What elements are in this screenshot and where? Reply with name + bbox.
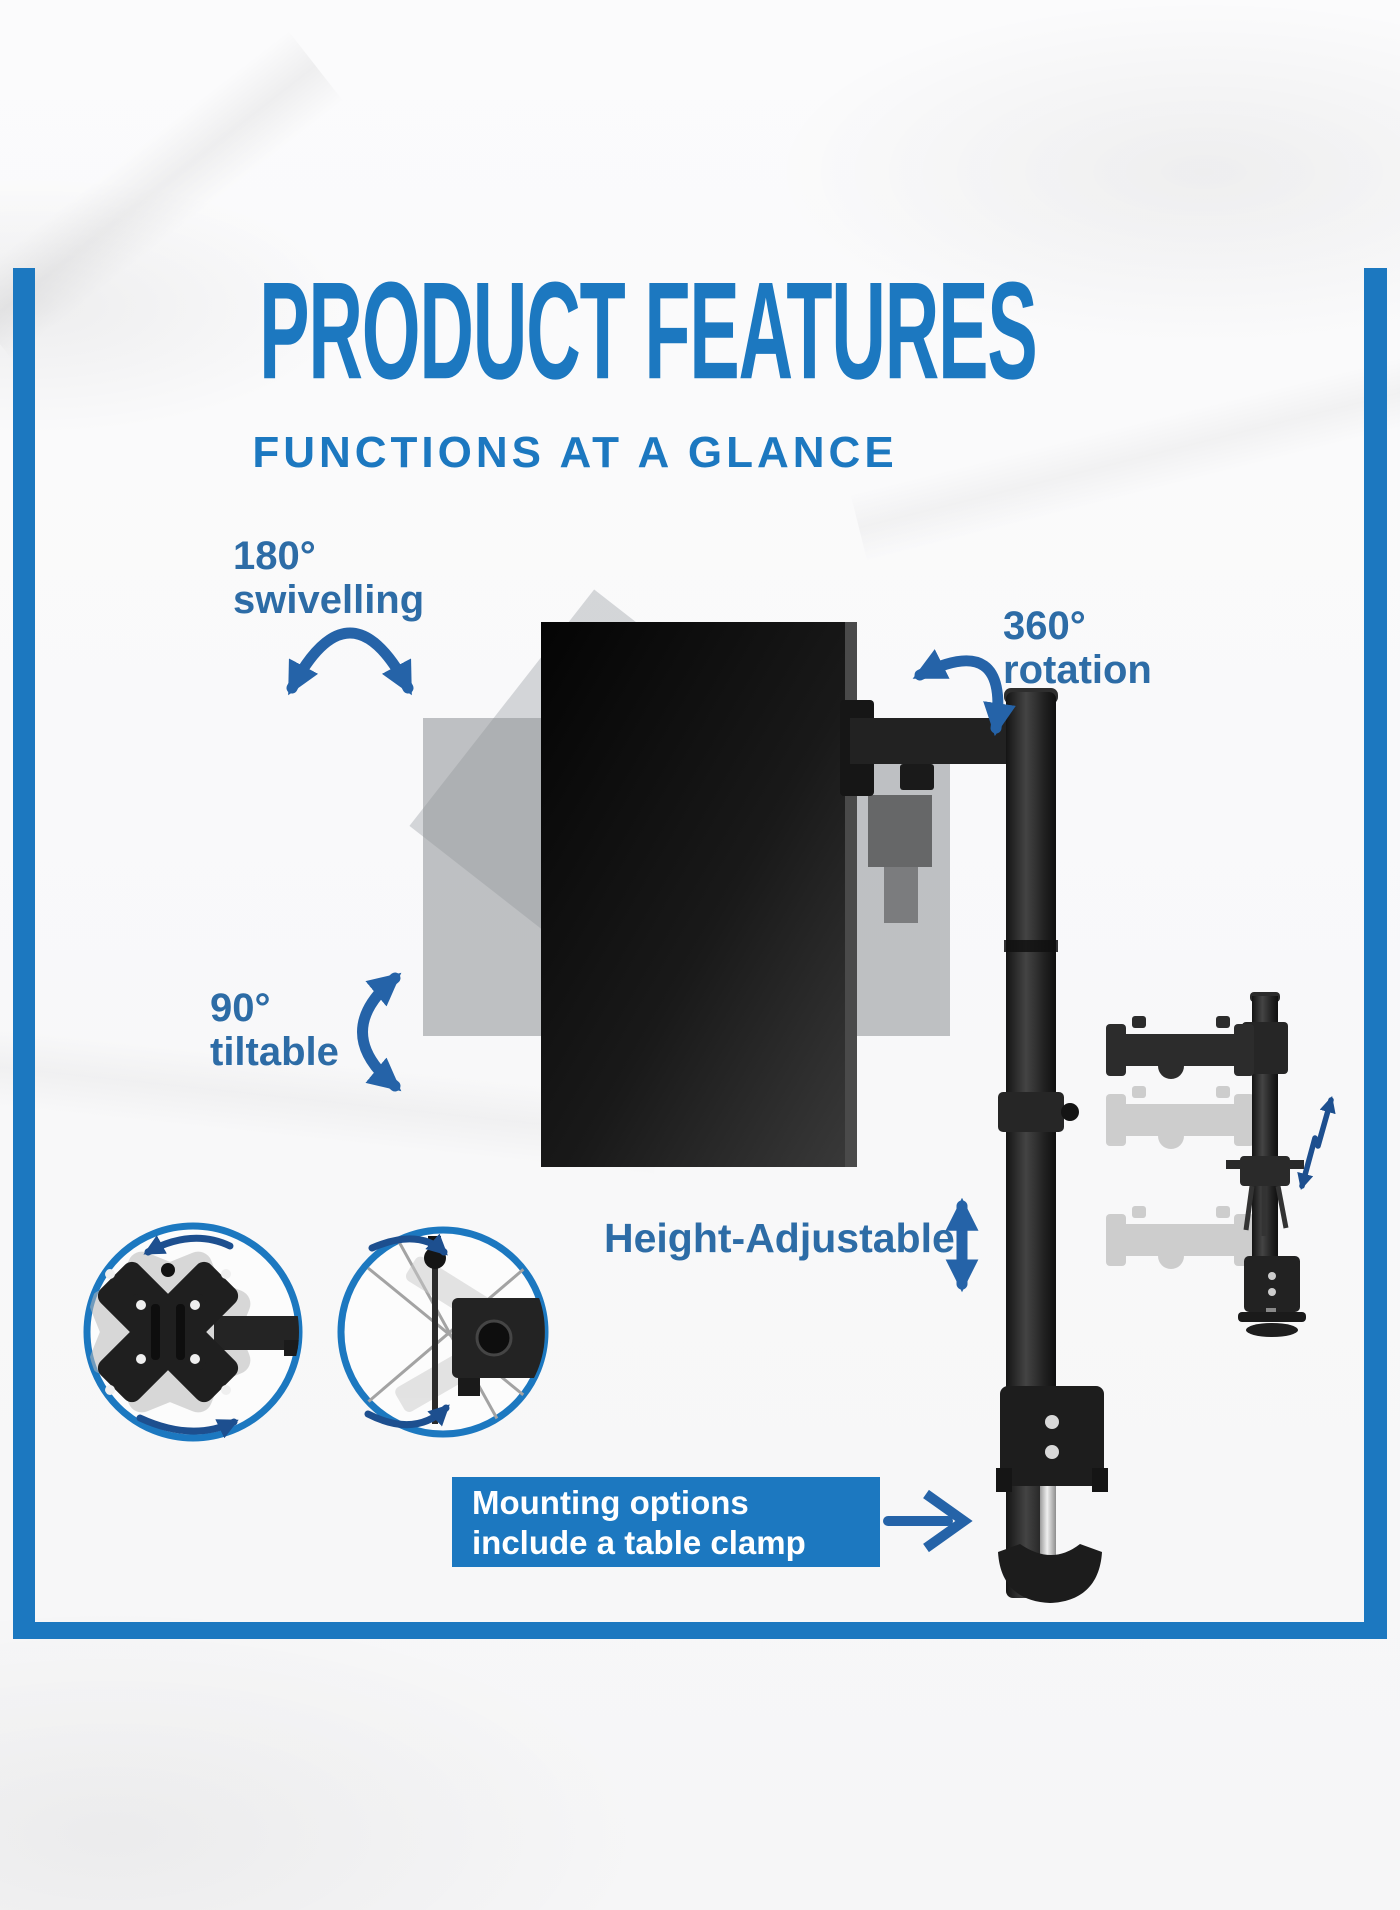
rotation-feature-label: 360° rotation (1003, 604, 1152, 692)
thumb-height-down-arrow-icon (1297, 1135, 1318, 1190)
page-subtitle: FUNCTIONS AT A GLANCE (252, 428, 898, 477)
mount-pole (998, 688, 1079, 1598)
mounting-options-callout: Mounting options include a table clamp (452, 1477, 880, 1567)
rotation-degree: 360° (1003, 604, 1086, 648)
height-adjustable-label: Height-Adjustable (604, 1215, 955, 1261)
vesa-rotation-inset (83, 1222, 303, 1442)
inset-rotate-ccw-arrow-icon (143, 1234, 234, 1256)
inset-tilt-down-arrow-icon (364, 1404, 450, 1429)
monitor (541, 622, 857, 1167)
pointer-arrow-icon (883, 1489, 973, 1553)
inset-rotate-cw-arrow-icon (136, 1414, 239, 1439)
swivel-arrow-icon (286, 627, 414, 696)
rotation-text: rotation (1003, 648, 1152, 692)
thumb-height-up-arrow-icon (1315, 1096, 1336, 1149)
mounting-line-1: Mounting options (472, 1484, 749, 1521)
mount-arm (840, 700, 1012, 796)
height-adjust-thumbnail (1106, 992, 1336, 1337)
tilt-mechanism-inset (337, 1226, 549, 1438)
inset-tilt-up-arrow-icon (368, 1233, 448, 1256)
page-title: PRODUCT FEATURES (259, 252, 1038, 408)
tilt-feature-label: 90° tiltable (210, 986, 339, 1074)
tilt-degree: 90° (210, 986, 271, 1030)
rotation-arrow-icon (912, 649, 1016, 737)
tilt-text: tiltable (210, 1030, 339, 1074)
mounting-line-2: include a table clamp (472, 1524, 806, 1561)
swivel-degree: 180° (233, 534, 316, 578)
swivel-feature-label: 180° swivelling (233, 534, 424, 622)
tilt-arrow-icon (357, 972, 402, 1092)
desk-clamp (996, 1386, 1108, 1603)
swivel-text: swivelling (233, 578, 425, 622)
